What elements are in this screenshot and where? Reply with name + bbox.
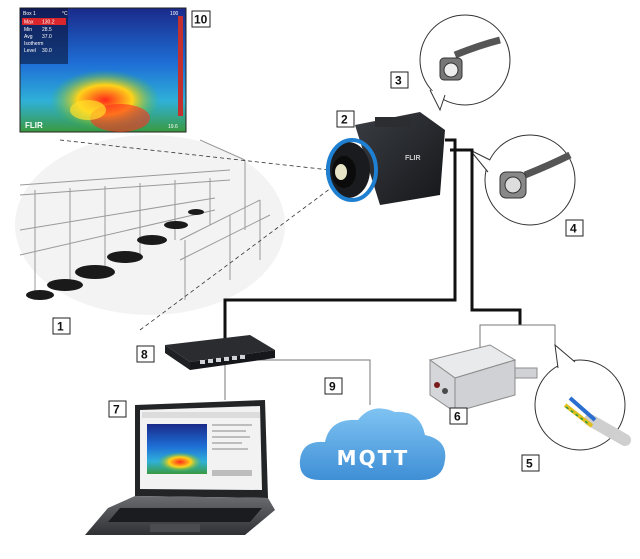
max-highlight xyxy=(22,18,66,25)
overlay-max-label: Max xyxy=(24,20,34,26)
flir-logo-overlay: FLIR xyxy=(25,121,43,130)
overlay-min-label: Min xyxy=(24,27,32,33)
callout-6: 6 xyxy=(454,410,461,424)
camera-ring xyxy=(326,138,378,202)
callout-box-9 xyxy=(324,377,343,395)
callout-7: 7 xyxy=(113,403,120,417)
scale-top-value: 100 xyxy=(170,11,179,17)
temperature-scale-bar xyxy=(178,16,183,116)
cloud-label: MQTT xyxy=(337,446,410,470)
overlay-box: Box 1 xyxy=(23,11,36,17)
callout-box-2 xyxy=(336,110,355,128)
callout-box-1 xyxy=(52,317,71,335)
camera-brand: FLIR xyxy=(405,155,421,162)
laptop xyxy=(85,400,275,535)
callout-box-3 xyxy=(390,71,409,89)
ethernet-connector-bubble xyxy=(419,14,511,112)
fov-line-top xyxy=(59,139,331,171)
overlay-level-value: 30.0 xyxy=(42,48,52,54)
measurement-panel xyxy=(20,8,68,64)
callout-10: 10 xyxy=(194,13,208,27)
overlay-avg-value: 37.0 xyxy=(42,34,52,40)
overlay-level-label: Level xyxy=(24,48,36,54)
power-cable-bubble xyxy=(534,343,631,451)
callout-9: 9 xyxy=(329,380,336,394)
callout-box-8 xyxy=(136,345,155,363)
network-switch xyxy=(165,335,275,370)
scale-bottom-value: 19.6 xyxy=(168,124,178,130)
thin-cables xyxy=(224,324,556,405)
callout-8: 8 xyxy=(141,348,148,362)
fov-line-bottom xyxy=(139,184,336,331)
overlay-min-value: 28.5 xyxy=(42,27,52,33)
overlay-isotherm-label: Isotherm xyxy=(24,41,43,47)
power-supply-unit xyxy=(428,344,538,413)
power-connector-bubble xyxy=(469,134,576,226)
callout-3: 3 xyxy=(395,74,402,88)
callout-box-7 xyxy=(108,400,127,418)
callout-box-6 xyxy=(449,407,468,425)
callout-box-10 xyxy=(191,10,211,28)
thermal-camera: FLIR xyxy=(326,112,445,205)
coal-pile xyxy=(26,209,204,300)
overlay-avg-label: Avg xyxy=(24,34,33,40)
callout-box-4 xyxy=(565,219,584,237)
overlay-unit: °C xyxy=(62,11,68,17)
callout-1: 1 xyxy=(57,320,64,334)
mqtt-cloud: MQTT xyxy=(299,408,446,480)
cables xyxy=(223,138,522,345)
overlay-max-value: 130.2 xyxy=(42,20,55,26)
callout-4: 4 xyxy=(570,222,577,236)
callout-2: 2 xyxy=(341,113,348,127)
callout-box-5 xyxy=(521,454,540,472)
thermal-image: Box 1 Max 130.2 Min 28.5 Avg 37.0 Isothe… xyxy=(19,7,187,133)
callout-5: 5 xyxy=(526,457,533,471)
